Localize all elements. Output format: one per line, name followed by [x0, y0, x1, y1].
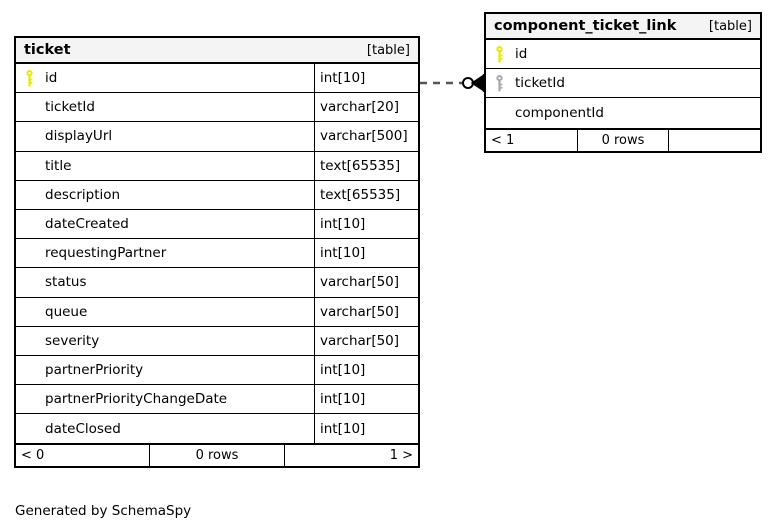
entity-column-row[interactable]: title text[65535] [16, 151, 418, 181]
entity-column-row[interactable]: ticketId varchar[20] [16, 93, 418, 123]
entity-column-list: id int[10] ticketId varchar[20] displayUrl va… [16, 64, 418, 444]
entity-header-ticket: ticket [table] [16, 38, 418, 64]
footer-parent-count[interactable]: < 0 [16, 445, 151, 467]
entity-column-row[interactable]: componentId [486, 98, 760, 127]
column-name-label: dateCreated [45, 216, 129, 233]
column-name-cell: queue [16, 297, 315, 326]
column-name-label: partnerPriorityChangeDate [45, 391, 228, 408]
entity-header-component-ticket-link: component_ticket_link [table] [486, 14, 760, 40]
column-name-label: severity [45, 332, 100, 349]
entity-column-row[interactable]: id int[10] [16, 64, 418, 94]
foreign-key-icon [492, 74, 515, 92]
column-name-cell: description [16, 180, 315, 209]
column-name-label: requestingPartner [45, 245, 167, 262]
column-name-label: description [45, 186, 121, 203]
entity-type-tag: [table] [708, 18, 752, 34]
column-name-cell: id [486, 40, 760, 68]
column-type-cell: int[10] [320, 70, 366, 87]
primary-key-icon [492, 45, 515, 63]
column-type-cell: varchar[20] [320, 99, 400, 116]
column-name-label: title [45, 157, 72, 174]
footer-row-count: 0 rows [150, 445, 285, 467]
entity-title: ticket [24, 42, 71, 58]
footer-parent-count[interactable]: < 1 [486, 129, 578, 151]
column-name-label: componentId [515, 104, 604, 121]
column-name-cell: dateClosed [16, 414, 315, 444]
column-type-cell: int[10] [320, 216, 366, 233]
relationship-ticket-to-component-ticket-link[interactable] [418, 68, 490, 98]
entity-table-component-ticket-link[interactable]: component_ticket_link [table] id ticketId… [484, 12, 762, 153]
entity-column-row[interactable]: partnerPriority int[10] [16, 355, 418, 386]
entity-table-ticket[interactable]: ticket [table] id int[10] ticketId varchar[… [14, 36, 420, 469]
column-name-cell: id [16, 64, 315, 93]
crows-foot-icon [470, 73, 485, 93]
column-name-label: status [45, 274, 87, 291]
column-name-label: partnerPriority [45, 361, 144, 378]
column-name-label: queue [45, 303, 88, 320]
column-name-cell: title [16, 151, 315, 180]
column-type-cell: int[10] [320, 361, 366, 378]
column-name-label: ticketId [515, 75, 565, 92]
column-name-cell: partnerPriorityChangeDate [16, 385, 315, 414]
entity-column-row[interactable]: displayUrl varchar[500] [16, 122, 418, 152]
primary-key-icon [22, 69, 45, 87]
footer-row-count: 0 rows [578, 129, 670, 151]
entity-column-row[interactable]: requestingPartner int[10] [16, 239, 418, 269]
column-name-label: id [45, 70, 58, 87]
column-name-cell: severity [16, 326, 315, 355]
entity-footer-component-ticket-link: < 1 0 rows [486, 127, 760, 151]
column-name-cell: dateCreated [16, 209, 315, 239]
entity-column-row[interactable]: severity varchar[50] [16, 326, 418, 356]
column-type-cell: text[65535] [320, 186, 401, 203]
column-type-cell: int[10] [320, 245, 366, 262]
entity-column-row[interactable]: dateClosed int[10] [16, 414, 418, 444]
entity-column-row[interactable]: partnerPriorityChangeDate int[10] [16, 385, 418, 415]
entity-type-tag: [table] [366, 42, 410, 58]
column-name-label: displayUrl [45, 128, 113, 145]
column-type-cell: varchar[50] [320, 303, 400, 320]
column-name-label: ticketId [45, 99, 95, 116]
column-type-cell: int[10] [320, 420, 366, 437]
column-name-label: dateClosed [45, 420, 121, 437]
entity-title: component_ticket_link [494, 18, 677, 34]
entity-column-row[interactable]: description text[65535] [16, 180, 418, 210]
entity-column-row[interactable]: status varchar[50] [16, 268, 418, 298]
footer-child-count[interactable] [669, 130, 760, 151]
column-name-cell: ticketId [16, 93, 315, 122]
column-type-cell: varchar[50] [320, 332, 400, 349]
column-name-label: id [515, 46, 528, 63]
entity-column-row[interactable]: ticketId [486, 69, 760, 99]
column-type-cell: varchar[50] [320, 274, 400, 291]
entity-footer-ticket: < 0 0 rows 1 > [16, 443, 418, 467]
entity-column-row[interactable]: queue varchar[50] [16, 297, 418, 327]
relationship-zero-marker [462, 77, 474, 89]
column-name-cell: componentId [486, 98, 760, 127]
footer-child-count[interactable]: 1 > [389, 448, 413, 464]
entity-column-row[interactable]: dateCreated int[10] [16, 209, 418, 240]
diagram-caption: Generated by SchemaSpy [15, 503, 192, 519]
column-type-cell: int[10] [320, 391, 366, 408]
column-name-cell: ticketId [486, 69, 760, 97]
column-name-cell: status [16, 268, 315, 297]
column-type-cell: text[65535] [320, 157, 401, 174]
column-name-cell: displayUrl [16, 122, 315, 151]
entity-column-list: id ticketId componentId [486, 40, 760, 128]
column-type-cell: varchar[500] [320, 128, 408, 145]
column-name-cell: partnerPriority [16, 355, 315, 385]
entity-column-row[interactable]: id [486, 40, 760, 70]
column-name-cell: requestingPartner [16, 239, 315, 268]
